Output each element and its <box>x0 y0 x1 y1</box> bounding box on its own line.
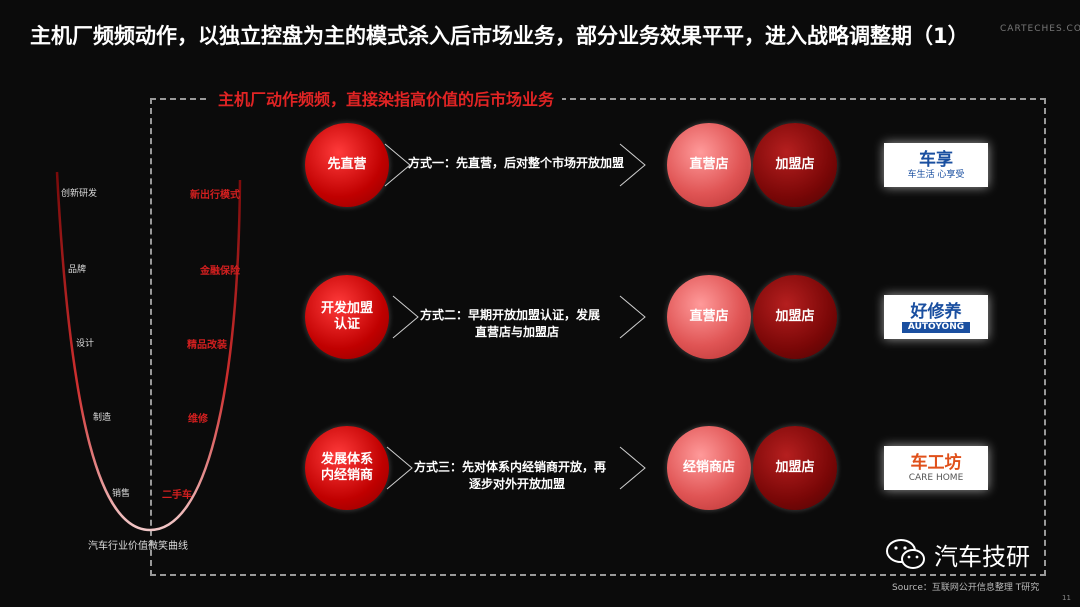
mode-circle-2: 开发加盟认证 <box>305 275 389 359</box>
mode-description-2: 方式二：早期开放加盟认证，发展 直营店与加盟店 <box>420 308 601 339</box>
content-frame <box>150 98 1046 576</box>
mode-circle-1: 先直营 <box>305 123 389 207</box>
arrow-row-3 <box>386 446 646 490</box>
wechat-account: 汽车技研 <box>886 537 1030 572</box>
mode-description-3: 方式三：先对体系内经销商开放，再 逐步对外开放加盟 <box>414 460 607 491</box>
franchise-circle-3: 加盟店 <box>753 426 837 510</box>
logo-chexiang: 车享 车生活 心享受 <box>884 143 988 187</box>
source-note: Source：互联网公开信息整理 T研究 <box>892 583 1040 593</box>
store-circle-2: 直营店 <box>667 275 751 359</box>
curve-label-right-2: 金融保险 <box>200 266 240 277</box>
store-circle-3: 经销商店 <box>667 426 751 510</box>
curve-label-right-4: 维修 <box>188 414 208 425</box>
curve-caption: 汽车行业价值微笑曲线 <box>88 541 188 552</box>
curve-label-left-5: 销售 <box>112 489 131 499</box>
wechat-icon <box>886 538 925 569</box>
arrow-row-1 <box>384 143 646 187</box>
franchise-circle-1: 加盟店 <box>753 123 837 207</box>
logo-haoxiuyang: 好修养 AUTOYONG <box>884 295 988 339</box>
curve-label-right-3: 精品改装 <box>187 340 227 351</box>
curve-label-left-1: 创新研发 <box>61 189 98 199</box>
mode-circle-3: 发展体系内经销商 <box>305 426 389 510</box>
page-number: 11 <box>1062 594 1071 602</box>
logo-chegongfang: 车工坊 CARE HOME <box>884 446 988 490</box>
wechat-name: 汽车技研 <box>934 543 1030 571</box>
curve-label-left-4: 制造 <box>93 413 112 423</box>
arrow-row-2 <box>392 295 646 339</box>
page-title: 主机厂频频动作，以独立控盘为主的模式杀入后市场业务，部分业务效果平平，进入战略调… <box>30 24 969 48</box>
franchise-circle-2: 加盟店 <box>753 275 837 359</box>
smile-curve <box>55 171 242 532</box>
section-subtitle: 主机厂动作频频，直接染指高价值的后市场业务 <box>210 86 563 110</box>
curve-label-right-5: 二手车 <box>162 490 192 501</box>
brand-corner-mark: CARTECHES.COM <box>1000 24 1080 34</box>
curve-label-right-1: 新出行模式 <box>190 190 240 201</box>
store-circle-1: 直营店 <box>667 123 751 207</box>
mode-description-1: 方式一：先直营，后对整个市场开放加盟 <box>408 156 625 170</box>
curve-label-left-2: 品牌 <box>68 265 87 275</box>
curve-label-left-3: 设计 <box>76 339 95 349</box>
